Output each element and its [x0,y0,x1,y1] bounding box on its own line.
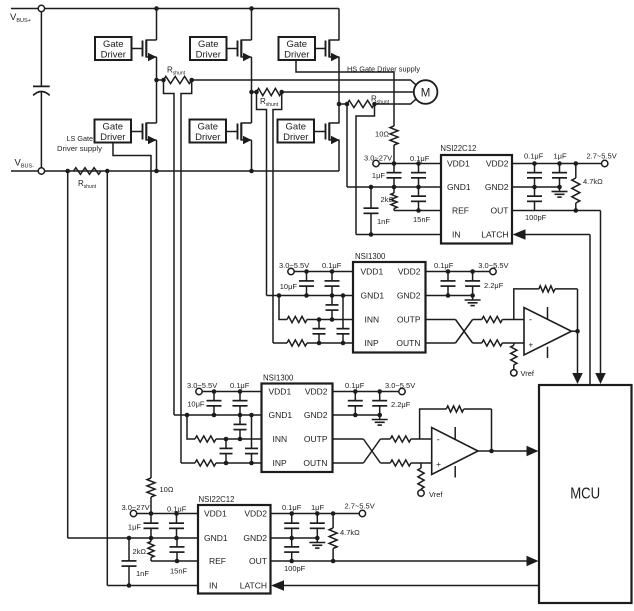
svg-text:Gate: Gate [197,121,218,132]
svg-text:INN: INN [273,434,288,444]
svg-text:OUTP: OUTP [397,315,421,325]
svg-text:VDD1: VDD1 [361,267,384,277]
svg-text:Gate: Gate [198,39,219,50]
svg-text:INP: INP [365,338,380,348]
svg-text:1μF: 1μF [311,503,324,512]
svg-text:VDD1: VDD1 [269,387,292,397]
svg-text:VDD2: VDD2 [305,387,328,397]
svg-text:1nF: 1nF [136,569,149,578]
svg-text:OUTP: OUTP [304,434,328,444]
svg-text:NSI1300: NSI1300 [263,374,294,383]
svg-text:Driver: Driver [195,132,220,143]
svg-text:0.1μF: 0.1μF [410,154,430,163]
svg-text:4.7kΩ: 4.7kΩ [583,177,603,186]
svg-text:IN: IN [452,230,461,240]
svg-text:Driver: Driver [101,49,126,60]
svg-text:GND2: GND2 [485,182,509,192]
svg-text:REF: REF [209,556,226,566]
svg-text:IN: IN [209,581,218,591]
svg-text:GND2: GND2 [397,291,421,301]
svg-text:OUT: OUT [491,206,509,216]
svg-text:OUT: OUT [249,556,267,566]
svg-text:3.0~5.5V: 3.0~5.5V [187,381,217,390]
svg-text:VDD2: VDD2 [398,267,421,277]
svg-text:10μF: 10μF [187,400,205,409]
svg-text:15nF: 15nF [413,215,431,224]
svg-text:0.1μF: 0.1μF [167,505,187,514]
svg-text:LS Gate: LS Gate [67,134,94,143]
svg-text:GND1: GND1 [204,533,228,543]
svg-text:-: - [529,315,532,325]
svg-text:Rshunt: Rshunt [78,179,97,190]
svg-text:2kΩ: 2kΩ [132,547,146,556]
svg-text:100pF: 100pF [284,564,306,573]
svg-text:M: M [421,87,431,99]
svg-text:0.1μF: 0.1μF [230,381,250,390]
svg-text:0.1μF: 0.1μF [434,261,454,270]
svg-text:Rshunt: Rshunt [260,97,279,108]
svg-text:0.1μF: 0.1μF [282,503,302,512]
svg-text:NSI22C12: NSI22C12 [199,495,235,504]
svg-text:3.0~27V: 3.0~27V [122,503,150,512]
svg-text:1nF: 1nF [377,217,390,226]
svg-text:15nF: 15nF [170,567,188,576]
svg-text:MCU: MCU [570,486,600,503]
svg-text:-: - [437,435,440,445]
svg-text:4.7kΩ: 4.7kΩ [340,528,360,537]
svg-text:VDD1: VDD1 [447,159,470,169]
svg-text:OUTN: OUTN [303,458,327,468]
svg-text:Rshunt: Rshunt [371,95,390,106]
svg-text:Gate: Gate [103,39,124,50]
svg-text:100pF: 100pF [525,213,547,222]
svg-text:INP: INP [273,458,288,468]
svg-text:10Ω: 10Ω [375,130,389,139]
svg-text:0.1μF: 0.1μF [524,152,544,161]
svg-text:3.0~5.5V: 3.0~5.5V [279,261,309,270]
svg-text:Vref: Vref [521,369,535,378]
svg-text:1μF: 1μF [554,152,567,161]
svg-text:2.7~5.5V: 2.7~5.5V [587,152,617,161]
svg-text:VDD1: VDD1 [204,509,227,519]
svg-text:Driver: Driver [283,132,308,143]
svg-text:Gate: Gate [285,121,306,132]
svg-text:Driver: Driver [284,49,309,60]
svg-text:2.7~5.5V: 2.7~5.5V [345,502,375,511]
svg-text:LATCH: LATCH [481,230,508,240]
svg-text:3.0~5.5V: 3.0~5.5V [478,261,508,270]
svg-text:GND2: GND2 [304,410,328,420]
svg-text:HS Gate Driver supply: HS Gate Driver supply [347,65,420,74]
svg-text:3.0~27V: 3.0~27V [364,154,392,163]
svg-text:1μF: 1μF [372,171,385,180]
svg-text:0.1μF: 0.1μF [322,261,342,270]
svg-text:Gate: Gate [102,121,123,132]
svg-text:LATCH: LATCH [240,581,267,591]
svg-text:1μF: 1μF [128,523,141,532]
svg-text:3.0~5.5V: 3.0~5.5V [385,381,415,390]
svg-text:2.2μF: 2.2μF [391,400,411,409]
svg-text:OUTN: OUTN [396,338,420,348]
svg-text:INN: INN [365,315,380,325]
svg-text:0.1μF: 0.1μF [345,381,365,390]
svg-text:+: + [529,341,534,350]
svg-text:GND1: GND1 [447,182,471,192]
svg-text:REF: REF [452,206,469,216]
svg-text:Gate: Gate [286,39,307,50]
svg-text:VDD2: VDD2 [486,159,509,169]
svg-text:VDD2: VDD2 [244,509,267,519]
svg-text:NSI22C12: NSI22C12 [440,144,476,153]
svg-text:2kΩ: 2kΩ [380,195,394,204]
svg-text:Vref: Vref [429,490,443,499]
svg-text:2.2μF: 2.2μF [484,281,504,290]
svg-text:10Ω: 10Ω [160,485,174,494]
svg-text:GND1: GND1 [269,410,293,420]
svg-text:+: + [436,460,441,469]
svg-text:NSI1300: NSI1300 [355,252,386,261]
svg-text:Driver supply: Driver supply [57,144,102,153]
svg-text:Driver: Driver [100,132,125,143]
svg-text:GND2: GND2 [243,533,267,543]
svg-text:Rshunt: Rshunt [167,66,186,77]
svg-text:GND1: GND1 [361,291,385,301]
svg-text:10μF: 10μF [280,282,298,291]
svg-text:Driver: Driver [196,49,221,60]
